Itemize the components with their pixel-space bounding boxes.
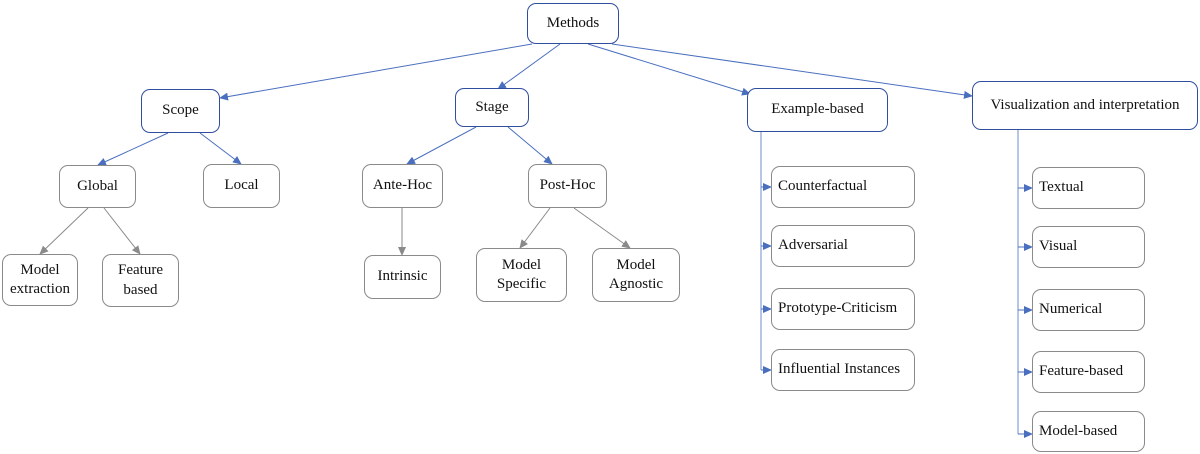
node-ante-hoc: Ante-Hoc (362, 164, 443, 208)
node-post-hoc: Post-Hoc (528, 164, 607, 208)
node-prototype-criticism: Prototype-Criticism (771, 288, 915, 330)
edge-global-model-extraction (39, 207, 89, 255)
edge-methods-example (587, 43, 751, 96)
node-scope: Scope (141, 89, 220, 133)
node-model-specific: Model Specific (476, 248, 567, 302)
node-intrinsic: Intrinsic (364, 255, 441, 299)
edge-stage-posthoc (507, 126, 553, 165)
node-model-extraction: Model extraction (2, 254, 78, 306)
edge-posthoc-model-agnostic (573, 207, 631, 249)
node-global: Global (59, 165, 136, 208)
edge-global-feature-based (103, 207, 141, 255)
node-adversarial: Adversarial (771, 225, 915, 267)
node-stage: Stage (455, 88, 529, 127)
node-model-agnostic: Model Agnostic (592, 248, 680, 302)
node-local: Local (203, 164, 280, 208)
edge-methods-visualization (611, 43, 973, 99)
edge-methods-scope (219, 43, 533, 101)
node-feature-based-scope: Feature based (102, 254, 179, 307)
node-visualization: Visualization and interpretation (972, 81, 1198, 130)
node-counterfactual: Counterfactual (771, 166, 915, 208)
node-numerical: Numerical (1032, 289, 1145, 331)
edge-posthoc-model-specific (519, 207, 551, 249)
node-feature-based: Feature-based (1032, 351, 1145, 393)
edge-scope-global (97, 132, 169, 166)
edge-scope-local (199, 132, 242, 165)
node-example-based: Example-based (747, 88, 888, 132)
node-influential-instances: Influential Instances (771, 349, 915, 391)
node-visual: Visual (1032, 226, 1145, 268)
edge-methods-stage (497, 43, 561, 90)
node-textual: Textual (1032, 167, 1145, 209)
node-model-based: Model-based (1032, 411, 1145, 452)
node-methods: Methods (527, 3, 619, 44)
edge-stage-antehoc (406, 126, 477, 165)
